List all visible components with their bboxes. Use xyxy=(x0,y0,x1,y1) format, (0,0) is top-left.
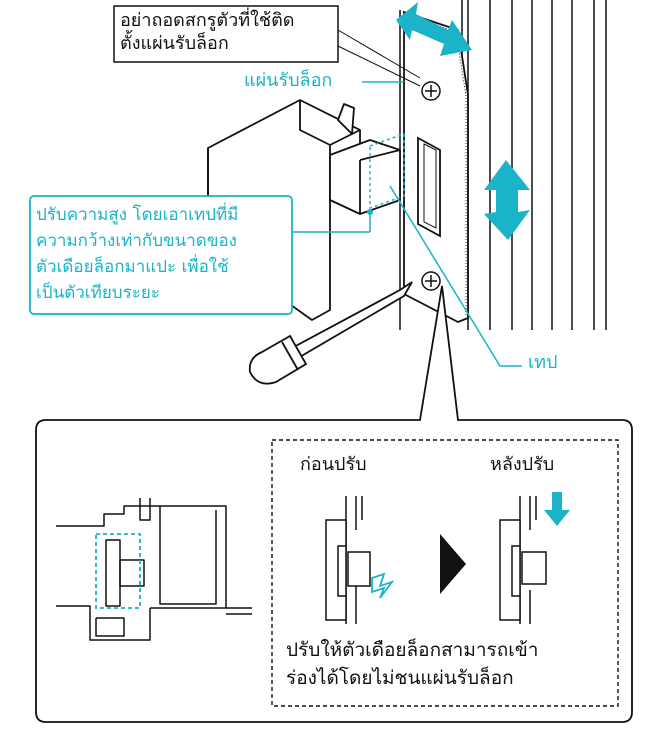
after-drawing xyxy=(499,496,547,624)
adjust-line-1: ปรับความสูง โดยเอาเทปที่มี xyxy=(36,205,239,225)
down-arrow-icon xyxy=(544,492,570,526)
tape-mark xyxy=(369,132,405,210)
screw-top-icon xyxy=(421,81,441,101)
next-arrow-icon xyxy=(440,534,466,594)
adjust-line-2: ความกว้างเท่ากับขนาดของ xyxy=(36,231,237,251)
cross-section-highlight xyxy=(95,533,141,609)
caption-line-1: ปรับให้ตัวเดือยล็อกสามารถเข้า xyxy=(286,639,539,661)
adjust-line-3: ตัวเดือยล็อกมาแปะ เพื่อใช้ xyxy=(36,257,229,277)
tape-label: เทป xyxy=(528,352,558,373)
screw-bottom-icon xyxy=(421,271,441,291)
warning-callout-box xyxy=(113,5,339,63)
warning-line-1: อย่าถอดสกรูตัวที่ใช้ติด xyxy=(120,10,295,31)
warning-callout-text: อย่าถอดสกรูตัวที่ใช้ติด ตั้งแผ่นรับล็อก xyxy=(120,10,294,55)
horizontal-double-arrow-icon xyxy=(396,2,472,56)
before-drawing xyxy=(325,496,371,624)
adjust-callout-text: ปรับความสูง โดยเอาเทปที่มี ความกว้างเท่า… xyxy=(36,202,238,306)
vertical-double-arrow-icon xyxy=(484,160,530,240)
detail-caption: ปรับให้ตัวเดือยล็อกสามารถเข้า ร่องได้โดย… xyxy=(286,636,538,692)
screwdriver-icon xyxy=(248,281,413,385)
comparison-box xyxy=(271,439,619,707)
before-label: ก่อนปรับ xyxy=(300,454,367,475)
adjust-callout-box xyxy=(29,195,293,315)
after-label: หลังปรับ xyxy=(490,454,555,475)
strike-plate-label: แผ่นรับล็อก xyxy=(244,70,333,91)
detail-panel xyxy=(35,285,633,723)
collision-icon xyxy=(371,572,395,599)
cross-section-drawing xyxy=(56,498,252,641)
warning-line-2: ตั้งแผ่นรับล็อก xyxy=(120,32,229,54)
caption-line-2: ร่องได้โดยไม่ชนแผ่นรับล็อก xyxy=(286,667,514,689)
adjust-line-4: เป็นตัวเทียบระยะ xyxy=(36,283,160,303)
